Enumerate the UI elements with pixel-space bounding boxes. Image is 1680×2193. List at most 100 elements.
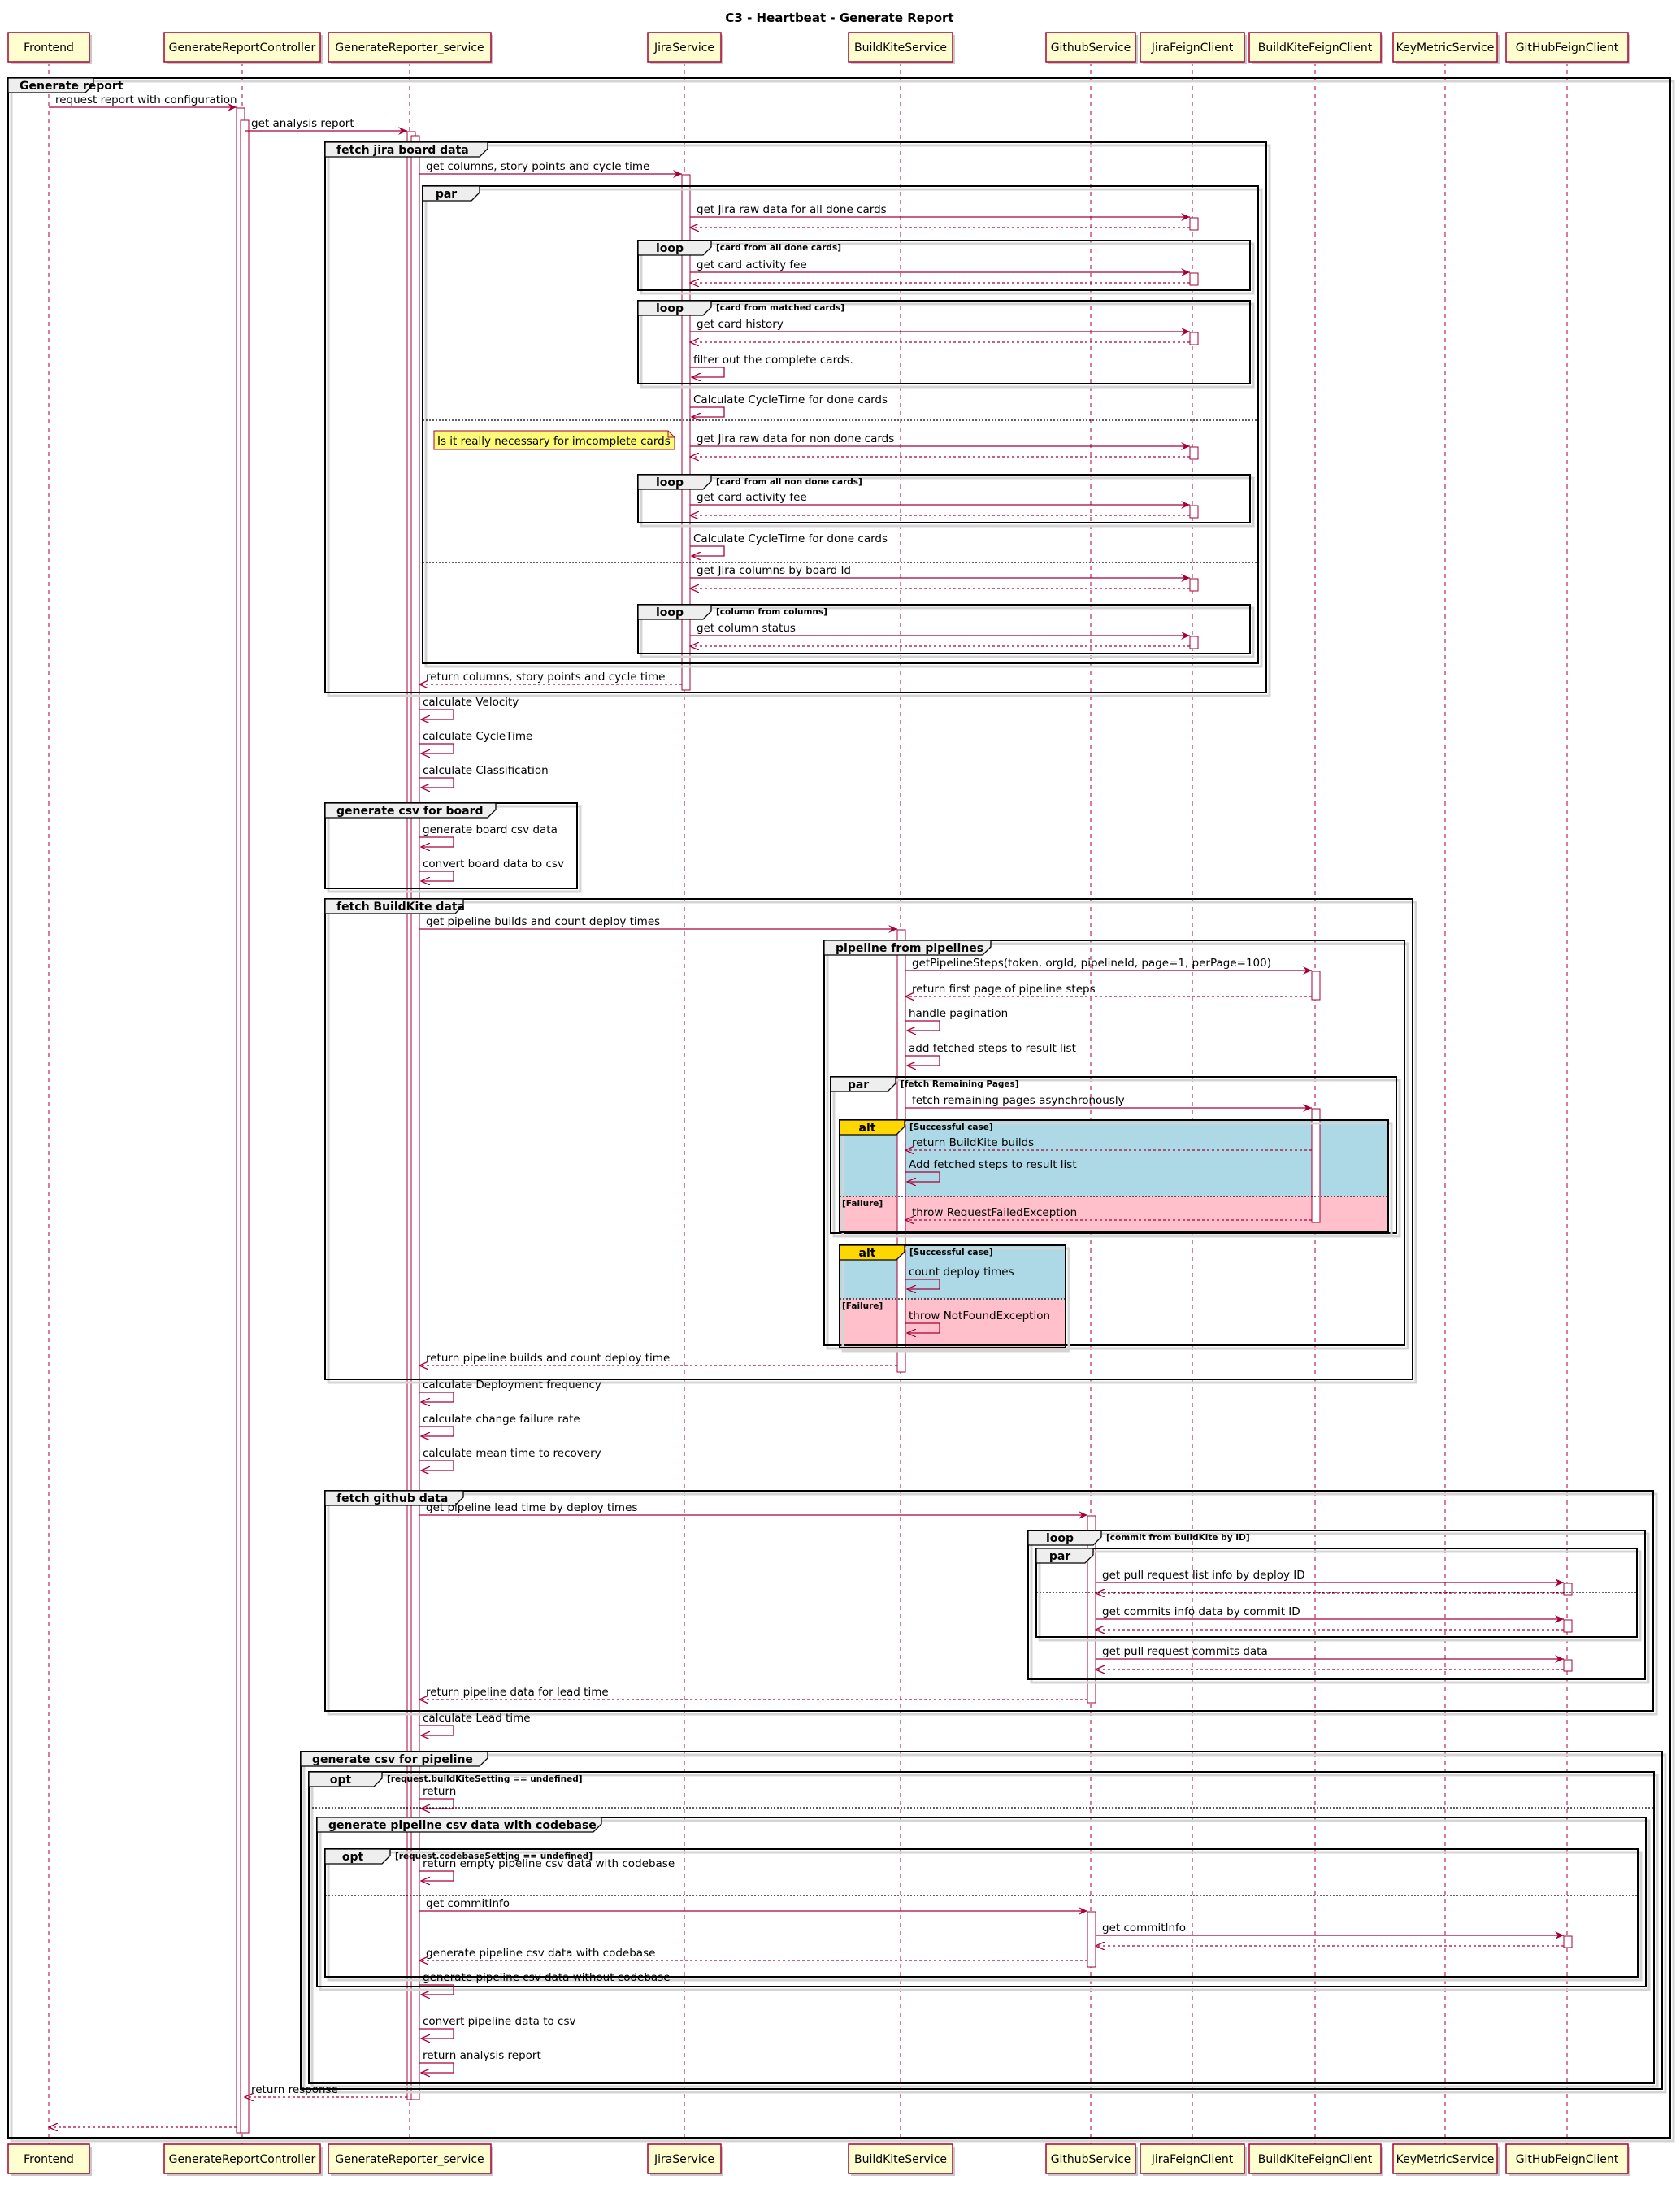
self-arrow	[419, 2062, 454, 2073]
message-57: convert pipeline data to csv	[419, 2015, 576, 2039]
participant-label: Frontend	[24, 2153, 74, 2166]
participant-ghfc-bottom: GitHubFeignClient	[1505, 2143, 1630, 2176]
participant-label: GitHubFeignClient	[1516, 2153, 1619, 2166]
message-22: calculate CycleTime	[419, 730, 532, 753]
message-label: filter out the complete cards.	[693, 354, 853, 367]
self-arrow	[419, 1460, 454, 1470]
message-label: throw RequestFailedException	[912, 1206, 1077, 1219]
fragment-frame	[324, 141, 1267, 693]
message-0: request report with configuration	[49, 93, 237, 111]
message-3: get Jira raw data for all done cards	[690, 203, 1190, 221]
message-16: get Jira columns by board Id	[690, 564, 1190, 582]
participant-jfc-bottom: JiraFeignClient	[1140, 2143, 1247, 2176]
fragment-opt: opt[request.codebaseSetting == undefined…	[324, 1848, 1643, 1982]
message-label: Calculate CycleTime for done cards	[693, 532, 888, 545]
self-arrow	[905, 1055, 940, 1066]
message-21: calculate Velocity	[419, 696, 519, 719]
message-label: get column status	[697, 622, 796, 635]
fragment-group: fetch BuildKite data	[324, 898, 1417, 1384]
participant-box	[7, 2143, 90, 2174]
fragment-label: fetch BuildKite data	[336, 901, 465, 914]
message-label: calculate Deployment frequency	[423, 1379, 601, 1392]
participant-box	[1140, 32, 1245, 63]
fragment-label: loop	[656, 476, 684, 489]
fragment-condition: [request.codebaseSetting == undefined]	[395, 1852, 593, 1861]
fragment-condition: [Successful case]	[909, 1248, 993, 1257]
fragment-shadow	[327, 805, 582, 893]
message-label: return pipeline data for lead time	[426, 1686, 609, 1699]
participant-box	[1140, 2143, 1245, 2174]
participant-box	[647, 32, 722, 63]
fragment-opt: opt[request.buildKiteSetting == undefine…	[308, 1771, 1659, 2088]
fragment-frame	[316, 1817, 1647, 1987]
fragment-shadow	[327, 144, 1271, 697]
participant-box	[163, 32, 321, 63]
fragment-tag	[324, 1848, 391, 1865]
message-9: filter out the complete cards.	[690, 354, 853, 377]
fragment-tag	[823, 940, 992, 956]
fragment-frame	[637, 240, 1251, 291]
message-label: get Jira raw data for all done cards	[697, 203, 887, 216]
message-label: return pipeline builds and count deploy …	[426, 1352, 670, 1365]
message-label: throw NotFoundException	[909, 1309, 1050, 1322]
message-23: calculate Classification	[419, 764, 549, 788]
fragment-frame	[324, 898, 1413, 1380]
message-label: count deploy times	[909, 1266, 1014, 1279]
message-label: generate pipeline csv data with codebase	[426, 1947, 655, 1960]
message-5: get card activity fee	[690, 258, 1190, 276]
participant-label: JiraService	[653, 2153, 714, 2166]
fragment-shadow	[327, 901, 1417, 1384]
fragment-tag	[300, 1751, 488, 1767]
message-11: get Jira raw data for non done cards	[690, 432, 1190, 450]
self-arrow	[419, 1798, 454, 1809]
message-label: return columns, story points and cycle t…	[426, 671, 665, 684]
participant-box	[1392, 32, 1498, 63]
message-29: handle pagination	[905, 1007, 1008, 1031]
self-arrow	[419, 836, 454, 847]
message-label: return BuildKite builds	[912, 1136, 1034, 1149]
fragment-frame	[422, 185, 1259, 664]
participant-grs-top: GenerateReporter_service	[328, 32, 493, 64]
fragment-shadow	[310, 1774, 1659, 2088]
fragment-group: generate csv for pipeline	[300, 1751, 1667, 2094]
participant-box	[328, 2143, 492, 2174]
fragment-label: loop	[656, 242, 684, 255]
fragment-shadow	[640, 242, 1255, 295]
fragment-group: generate csv for board	[324, 802, 582, 893]
message-label: calculate mean time to recovery	[423, 1447, 601, 1460]
activation-bar	[1189, 272, 1199, 286]
participant-label: GenerateReportController	[169, 41, 316, 54]
activation-bar	[1189, 217, 1199, 231]
activation-bar	[1087, 1515, 1096, 1704]
self-arrow	[419, 777, 454, 788]
message-59: return response	[245, 2083, 407, 2097]
message-label: get columns, story points and cycle time	[426, 160, 649, 173]
message-label: get pull request list info by deploy ID	[1102, 1569, 1305, 1582]
participant-fe-top: Frontend	[7, 32, 92, 64]
participant-grs-bottom: GenerateReporter_service	[328, 2143, 493, 2176]
activation-bar	[896, 929, 906, 1373]
message-33: Add fetched steps to result list	[905, 1158, 1077, 1182]
fragment-tag	[316, 1817, 602, 1833]
fragment-label: Generate report	[20, 80, 124, 93]
message-13: get card activity fee	[690, 491, 1190, 509]
message-55: generate pipeline csv data with codebase	[419, 1947, 1087, 1961]
participant-label: BuildKiteService	[854, 2153, 947, 2166]
participant-box	[1045, 32, 1136, 63]
message-52: get commitInfo	[419, 1897, 1087, 1915]
participant-label: JiraService	[653, 41, 714, 54]
fragment-frame	[7, 77, 1671, 2139]
message-15: Calculate CycleTime for done cards	[690, 532, 888, 556]
fragment-tag	[830, 1076, 896, 1092]
fragment-loop: loop[card from matched cards]	[637, 300, 1255, 389]
fragment-label: fetch jira board data	[336, 144, 469, 157]
message-36: throw NotFoundException	[905, 1309, 1050, 1333]
lifelines	[48, 62, 1568, 2144]
fragment-label: alt	[859, 1122, 876, 1135]
message-label: get pull request commits data	[1102, 1645, 1268, 1658]
message-label: calculate Lead time	[423, 1712, 531, 1725]
message-label: generate board csv data	[423, 823, 558, 836]
activation-bar	[1189, 578, 1199, 592]
